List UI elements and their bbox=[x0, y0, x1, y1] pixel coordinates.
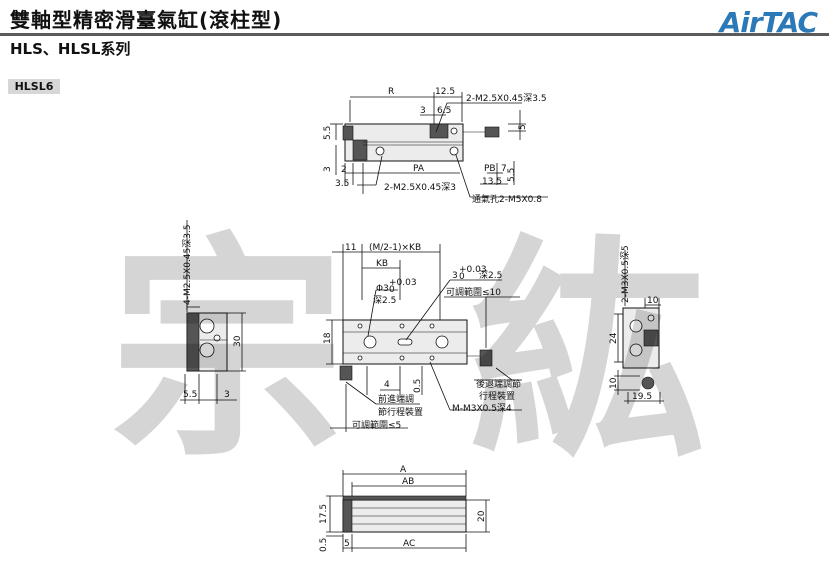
dim-left-thread: 4-M2.5X0.45深3.5 bbox=[182, 224, 193, 305]
right-view-bore bbox=[629, 343, 643, 357]
left-view-bolt-column bbox=[186, 312, 200, 372]
center-view-thread-hole bbox=[357, 323, 363, 329]
dim-6-5: 6.5 bbox=[437, 106, 451, 116]
top-view-stopper bbox=[352, 139, 368, 161]
dim-slot: 3 bbox=[452, 271, 458, 281]
dim-7: 7 bbox=[501, 164, 507, 174]
center-view: 11 (M/2-1)×KB KB Φ3 +0.03 0 深2.5 3 +0.03… bbox=[323, 243, 522, 432]
dim-2: 2 bbox=[341, 165, 347, 175]
dim-right-10-side: 10 bbox=[609, 377, 619, 389]
dim-thread-m: M-M3X0.5深4 bbox=[452, 403, 512, 414]
dim-13-5: 13.5 bbox=[482, 177, 502, 187]
bottom-view-endcap bbox=[342, 499, 353, 533]
top-view-hole bbox=[375, 146, 385, 156]
dim-a: A bbox=[400, 465, 407, 475]
center-view-pin-hole bbox=[363, 335, 377, 349]
dim-slot-depth: 深2.5 bbox=[479, 270, 502, 281]
top-view: R 12.5 3 6.5 2-M2.5X0.45深3.5 5.5 5 3 2 P… bbox=[323, 87, 548, 205]
slot-callout: 3 +0.03 0 深2.5 bbox=[452, 265, 502, 282]
dim-thread-bottom: 2-M2.5X0.45深3 bbox=[384, 182, 456, 193]
center-view-thread-hole bbox=[357, 355, 363, 361]
dim-5-5-left: 5.5 bbox=[323, 126, 333, 140]
dim-18: 18 bbox=[323, 332, 333, 344]
dim-kb: KB bbox=[376, 259, 388, 269]
dim-slot-tol0: 0 bbox=[459, 272, 465, 282]
dim-slot-tol: +0.03 bbox=[459, 265, 487, 275]
dim-adj-top: 可調範圍≤10 bbox=[446, 286, 501, 298]
dim-ac: AC bbox=[403, 539, 415, 549]
dim-pa: PA bbox=[413, 164, 425, 174]
dim-5: 5 bbox=[344, 539, 350, 549]
dim-3-left: 3 bbox=[323, 166, 333, 172]
dim-11: 11 bbox=[345, 243, 356, 253]
dim-hole-phi: Φ3 bbox=[376, 284, 389, 294]
dim-5-5-right: 5.5 bbox=[507, 168, 517, 182]
hole-callout: Φ3 +0.03 0 深2.5 bbox=[373, 278, 417, 306]
dim-thread-top: 2-M2.5X0.45深3.5 bbox=[466, 93, 547, 104]
center-view-thread-hole bbox=[399, 355, 405, 361]
center-view-thread-hole bbox=[399, 323, 405, 329]
left-view: 4-M2.5X0.45深3.5 30 5.5 3 bbox=[180, 220, 246, 404]
right-view-adjust-screw bbox=[641, 376, 655, 390]
center-view-pin-hole bbox=[435, 335, 449, 349]
dim-pb: PB bbox=[484, 164, 496, 174]
dim-4: 4 bbox=[384, 380, 390, 390]
label-front-adj-2: 節行程裝置 bbox=[378, 406, 423, 418]
dim-bottom-0-5: 0.5 bbox=[319, 538, 329, 552]
label-front-adj-1: 前進端調 bbox=[378, 393, 414, 405]
label-rear-adj-2: 行程裝置 bbox=[479, 390, 515, 402]
top-view-hole bbox=[449, 146, 459, 156]
dim-r: R bbox=[388, 87, 394, 97]
top-view-fitting bbox=[484, 126, 500, 138]
dim-adj-bottom: 可調範圍≤5 bbox=[352, 419, 401, 431]
dim-0-5: 0.5 bbox=[413, 379, 423, 393]
dim-5-right: 5 bbox=[518, 124, 528, 130]
dim-hole-depth: 深2.5 bbox=[373, 295, 396, 306]
series-subtitle: HLS、HLSL系列 bbox=[10, 40, 131, 58]
dim-17-5: 17.5 bbox=[319, 504, 329, 524]
dim-30: 30 bbox=[233, 335, 243, 347]
page-title: 雙軸型精密滑臺氣缸(滾柱型) bbox=[10, 8, 283, 32]
top-view-endcap bbox=[342, 125, 354, 141]
dim-19-5: 19.5 bbox=[632, 392, 652, 402]
bottom-view: A AB 17.5 20 0.5 5 AC bbox=[319, 465, 490, 552]
center-view-rear-stopper bbox=[479, 349, 493, 367]
label-rear-adj-1: 後退端調節 bbox=[476, 378, 521, 390]
left-view-bore bbox=[199, 318, 215, 334]
dim-right-thread: 2-M3X0.5深5 bbox=[620, 245, 631, 303]
dim-hole-tol0: 0 bbox=[389, 285, 395, 295]
dim-left-3: 3 bbox=[224, 390, 230, 400]
top-view-hole bbox=[450, 127, 458, 135]
dim-24: 24 bbox=[609, 332, 619, 344]
dim-left-5-5: 5.5 bbox=[183, 390, 197, 400]
dim-hole-tol: +0.03 bbox=[389, 278, 417, 288]
center-view-thread-hole bbox=[429, 323, 435, 329]
right-view-hole bbox=[647, 314, 655, 322]
center-view-thread-hole bbox=[429, 355, 435, 361]
dim-12-5: 12.5 bbox=[435, 87, 455, 97]
center-view-front-stopper bbox=[339, 365, 353, 381]
dim-20: 20 bbox=[477, 510, 487, 522]
center-view-slot bbox=[397, 338, 413, 346]
left-view-hole bbox=[213, 334, 221, 342]
dim-3-5: 3.5 bbox=[335, 179, 349, 189]
dim-ab: AB bbox=[402, 477, 414, 487]
header-rule bbox=[0, 33, 829, 36]
top-view-port-block bbox=[429, 123, 449, 139]
model-badge: HLSL6 bbox=[8, 79, 60, 94]
right-view: 2-M3X0.5深5 10 24 10 19.5 bbox=[609, 245, 664, 404]
dim-3: 3 bbox=[420, 106, 426, 116]
dim-right-10-top: 10 bbox=[647, 296, 659, 306]
right-view-port-block bbox=[643, 329, 659, 347]
right-view-bore bbox=[629, 319, 643, 333]
left-view-bore bbox=[199, 342, 215, 358]
dim-port: 通氣孔2-M5X0.8 bbox=[472, 193, 542, 205]
dim-mkb: (M/2-1)×KB bbox=[369, 243, 421, 253]
bottom-view-top-plate bbox=[342, 495, 467, 501]
